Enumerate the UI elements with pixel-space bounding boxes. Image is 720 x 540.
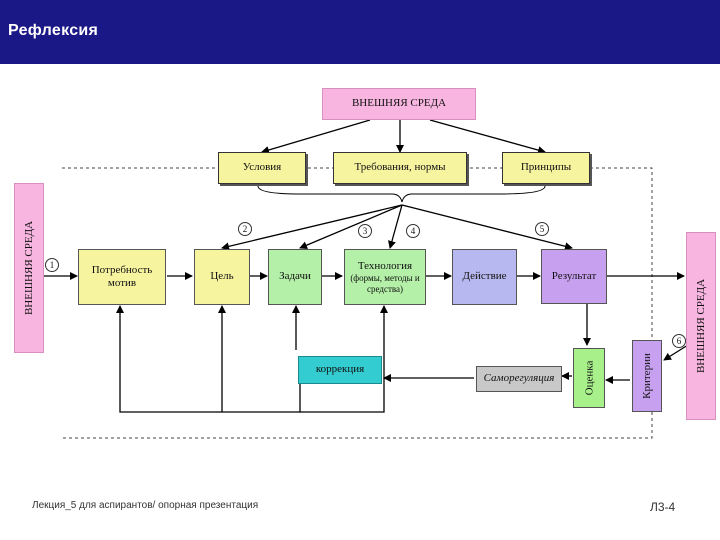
self-regulation-label: Саморегуляция [483, 372, 555, 385]
arrow-brace-goal [221, 204, 403, 251]
conditions-box: Условия [218, 152, 306, 184]
slide-title: Рефлексия [8, 22, 99, 39]
tasks-box: Задачи [268, 249, 322, 305]
criteria-label: Критерии [641, 353, 653, 399]
arrow-top-conditions [261, 119, 371, 154]
arrow-right-criteria [663, 344, 689, 361]
result-label: Результат [551, 269, 597, 282]
marker-1: 1 [45, 258, 59, 272]
tasks-label: Задачи [279, 270, 311, 283]
principles-box: Принципы [502, 152, 590, 184]
need-motive-label: Потребность мотив [91, 263, 153, 289]
external-environment-top: ВНЕШНЯЯ СРЕДА [322, 88, 476, 120]
marker-3: 3 [358, 224, 372, 238]
requirements-label: Требования, нормы [354, 161, 446, 174]
evaluation-box: Оценка [573, 348, 605, 408]
result-box: Результат [541, 249, 607, 304]
marker-4: 4 [406, 224, 420, 238]
need-motive-box: Потребность мотив [78, 249, 166, 305]
action-box: Действие [452, 249, 517, 305]
external-environment-left: ВНЕШНЯЯ СРЕДА [14, 183, 44, 353]
action-label: Действие [462, 270, 507, 283]
external-environment-right-label: ВНЕШНЯЯ СРЕДА [695, 278, 707, 374]
arrow-top-principles [429, 119, 546, 154]
marker-6: 6 [672, 334, 686, 348]
evaluation-label: Оценка [583, 360, 596, 396]
technology-title: Технология [357, 259, 413, 272]
correction-box: коррекция [298, 356, 382, 384]
technology-subtitle: (формы, методы и средства) [350, 272, 420, 294]
technology-box: Технология (формы, методы и средства) [344, 249, 426, 305]
feedback-tech-path [300, 330, 385, 413]
page-number: Л3-4 [650, 500, 676, 514]
correction-label: коррекция [315, 363, 365, 376]
arrow-brace-tasks [299, 204, 403, 249]
goal-label: Цель [210, 270, 234, 283]
brace [257, 185, 546, 203]
marker-5: 5 [535, 222, 549, 236]
conditions-label: Условия [242, 161, 282, 174]
slide-header: Рефлексия [0, 0, 720, 64]
external-environment-top-label: ВНЕШНЯЯ СРЕДА [351, 97, 447, 110]
arrow-brace-technology [388, 204, 403, 249]
feedback-loop [119, 330, 301, 413]
marker-2: 2 [238, 222, 252, 236]
requirements-box: Требования, нормы [333, 152, 467, 184]
criteria-box: Критерии [632, 340, 662, 412]
arrow-brace-result [401, 204, 573, 251]
footer-caption: Лекция_5 для аспирантов/ опорная презент… [32, 500, 259, 511]
external-environment-left-label: ВНЕШНЯЯ СРЕДА [23, 220, 35, 316]
self-regulation-box: Саморегуляция [476, 366, 562, 392]
goal-box: Цель [194, 249, 250, 305]
principles-label: Принципы [520, 161, 572, 174]
external-environment-right: ВНЕШНЯЯ СРЕДА [686, 232, 716, 420]
